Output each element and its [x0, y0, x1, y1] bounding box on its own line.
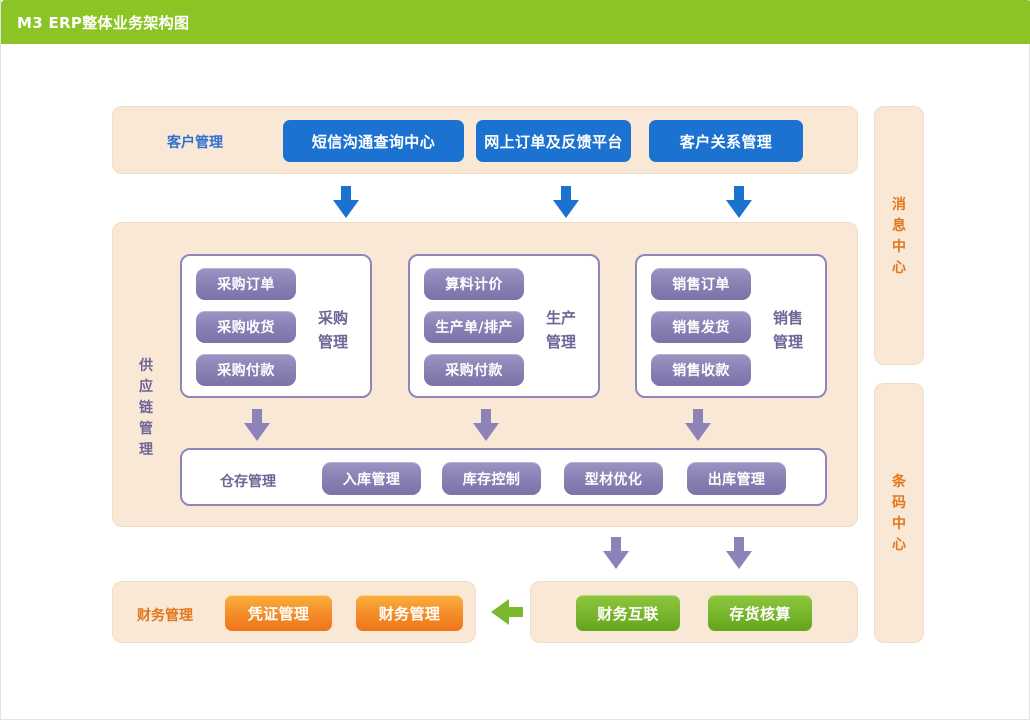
barcode-center-label: 条 码 中 心: [888, 472, 910, 556]
material-calculation-pricing-button[interactable]: 算料计价: [424, 268, 524, 300]
inbound-management-button[interactable]: 入库管理: [322, 462, 421, 495]
financial-interconnection-button[interactable]: 财务互联: [576, 595, 680, 631]
purchase-payment-button[interactable]: 采购付款: [196, 354, 296, 386]
purchase-management-box: 采购订单 采购收货 采购付款 采购 管理: [180, 254, 372, 398]
supply-chain-label-char: 理: [139, 442, 153, 458]
purchase-management-title: 采购 管理: [308, 306, 358, 354]
sales-management-box: 销售订单 销售发货 销售收款 销售 管理: [635, 254, 827, 398]
purchase-order-button[interactable]: 采购订单: [196, 268, 296, 300]
sales-management-title-line: 管理: [772, 333, 803, 351]
down-arrow-production-wh: [473, 409, 499, 441]
down-arrow-finance-link: [603, 537, 629, 569]
inventory-accounting-button[interactable]: 存货核算: [708, 595, 812, 631]
customer-management-panel: 客户管理 短信沟通查询中心 网上订单及反馈平台 客户关系管理: [112, 106, 858, 174]
barcode-center-label-char: 码: [892, 495, 906, 511]
left-arrow-to-finance: [491, 599, 523, 625]
purchase-management-title-line: 管理: [317, 333, 348, 351]
profile-optimization-button[interactable]: 型材优化: [564, 462, 663, 495]
sms-communication-center-button[interactable]: 短信沟通查询中心: [283, 120, 464, 162]
message-center-label: 消 息 中 心: [888, 195, 910, 279]
title-bar: M3 ERP整体业务架构图: [1, 0, 1030, 44]
barcode-center-label-char: 中: [892, 516, 906, 532]
purchase-receipt-button[interactable]: 采购收货: [196, 311, 296, 343]
crm-button[interactable]: 客户关系管理: [649, 120, 803, 162]
barcode-center-label-char: 心: [892, 537, 906, 553]
finance-management-button[interactable]: 财务管理: [356, 595, 463, 631]
accounting-panel: 财务互联 存货核算: [530, 581, 858, 643]
down-arrow-purchase: [333, 186, 359, 218]
sales-receipt-button[interactable]: 销售收款: [651, 354, 751, 386]
message-center-panel: 消 息 中 心: [874, 106, 924, 365]
production-management-box: 算料计价 生产单/排产 采购付款 生产 管理: [408, 254, 600, 398]
message-center-label-char: 消: [892, 197, 906, 213]
sales-delivery-button[interactable]: 销售发货: [651, 311, 751, 343]
message-center-label-char: 息: [892, 218, 906, 234]
warehouse-management-label: 仓存管理: [220, 474, 276, 490]
voucher-management-button[interactable]: 凭证管理: [225, 595, 332, 631]
barcode-center-label-char: 条: [892, 474, 906, 490]
message-center-label-char: 中: [892, 239, 906, 255]
supply-chain-label-char: 管: [139, 421, 153, 437]
sales-management-title: 销售 管理: [763, 306, 813, 354]
supply-chain-label-char: 应: [139, 379, 153, 395]
sales-order-button[interactable]: 销售订单: [651, 268, 751, 300]
production-purchase-payment-button[interactable]: 采购付款: [424, 354, 524, 386]
down-arrow-purchase-wh: [244, 409, 270, 441]
finance-management-label: 财务管理: [137, 608, 193, 624]
customer-management-label: 客户管理: [167, 135, 223, 151]
purchase-management-title-line: 采购: [317, 309, 348, 327]
sales-management-title-line: 销售: [772, 309, 803, 327]
warehouse-management-box: 仓存管理 入库管理 库存控制 型材优化 出库管理: [180, 448, 827, 506]
production-management-title-line: 生产: [545, 309, 576, 327]
production-management-title-line: 管理: [545, 333, 576, 351]
down-arrow-sales-wh: [685, 409, 711, 441]
finance-management-panel: 财务管理 凭证管理 财务管理: [112, 581, 476, 643]
page-title: M3 ERP整体业务架构图: [17, 14, 190, 32]
supply-chain-label: 供 应 链 管 理: [135, 356, 157, 461]
message-center-label-char: 心: [892, 260, 906, 276]
supply-chain-label-char: 供: [139, 358, 153, 374]
production-order-scheduling-button[interactable]: 生产单/排产: [424, 311, 524, 343]
online-order-feedback-platform-button[interactable]: 网上订单及反馈平台: [476, 120, 631, 162]
production-management-title: 生产 管理: [536, 306, 586, 354]
outbound-management-button[interactable]: 出库管理: [687, 462, 786, 495]
barcode-center-panel: 条 码 中 心: [874, 383, 924, 643]
down-arrow-inventory-accounting: [726, 537, 752, 569]
down-arrow-production: [553, 186, 579, 218]
down-arrow-sales: [726, 186, 752, 218]
supply-chain-panel: 供 应 链 管 理 采购订单 采购收货 采购付款 采购 管理 算料计价 生产单/…: [112, 222, 858, 527]
inventory-control-button[interactable]: 库存控制: [442, 462, 541, 495]
supply-chain-label-char: 链: [139, 400, 153, 416]
